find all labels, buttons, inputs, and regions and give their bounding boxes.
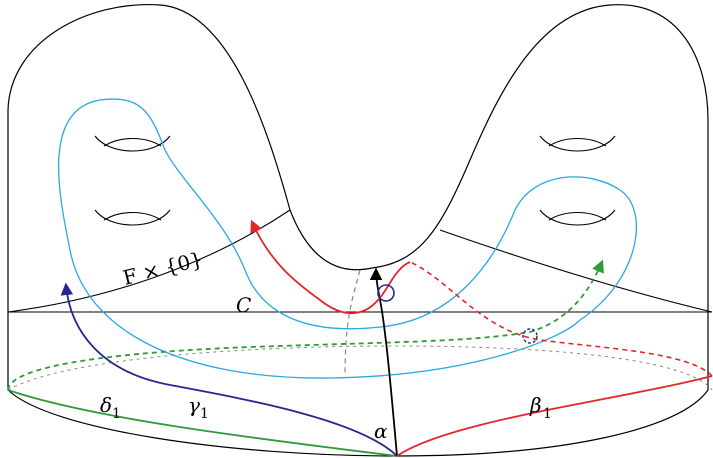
label-beta-sub: 1 bbox=[543, 406, 552, 422]
green-front-curve bbox=[7, 389, 398, 457]
intersection-circle-solid bbox=[377, 284, 395, 302]
blue-curve-gamma bbox=[60, 282, 398, 457]
red-front-curve bbox=[396, 375, 713, 457]
label-delta-sub: 1 bbox=[112, 406, 121, 422]
label-surface: F × {0} bbox=[120, 247, 205, 290]
label-delta-group: δ 1 bbox=[100, 393, 121, 422]
label-gamma-sub: 1 bbox=[200, 406, 209, 422]
cyan-loop-c bbox=[57, 98, 638, 379]
label-beta-group: β 1 bbox=[529, 393, 552, 422]
label-alpha: α bbox=[374, 419, 388, 443]
hole-left-top bbox=[94, 135, 171, 152]
hole-right-bottom bbox=[539, 209, 616, 226]
surface-outline bbox=[7, 3, 709, 390]
f0-right-curve bbox=[439, 229, 713, 313]
hole-right-top bbox=[539, 135, 616, 152]
intersection-circle-dashed bbox=[522, 328, 538, 344]
label-region-c: C bbox=[236, 293, 251, 317]
label-gamma-group: γ 1 bbox=[188, 393, 209, 422]
hole-left-bottom bbox=[94, 209, 171, 226]
label-delta: δ bbox=[100, 393, 112, 417]
green-back-dashed bbox=[7, 259, 604, 391]
red-back-dashed bbox=[409, 261, 713, 377]
black-curve-alpha bbox=[369, 267, 398, 457]
gray-vertical-dashed bbox=[344, 269, 361, 376]
base-back-dashed bbox=[7, 345, 713, 391]
red-upper-curve bbox=[250, 219, 411, 315]
label-gamma: γ bbox=[188, 393, 200, 417]
label-beta: β bbox=[529, 393, 542, 417]
